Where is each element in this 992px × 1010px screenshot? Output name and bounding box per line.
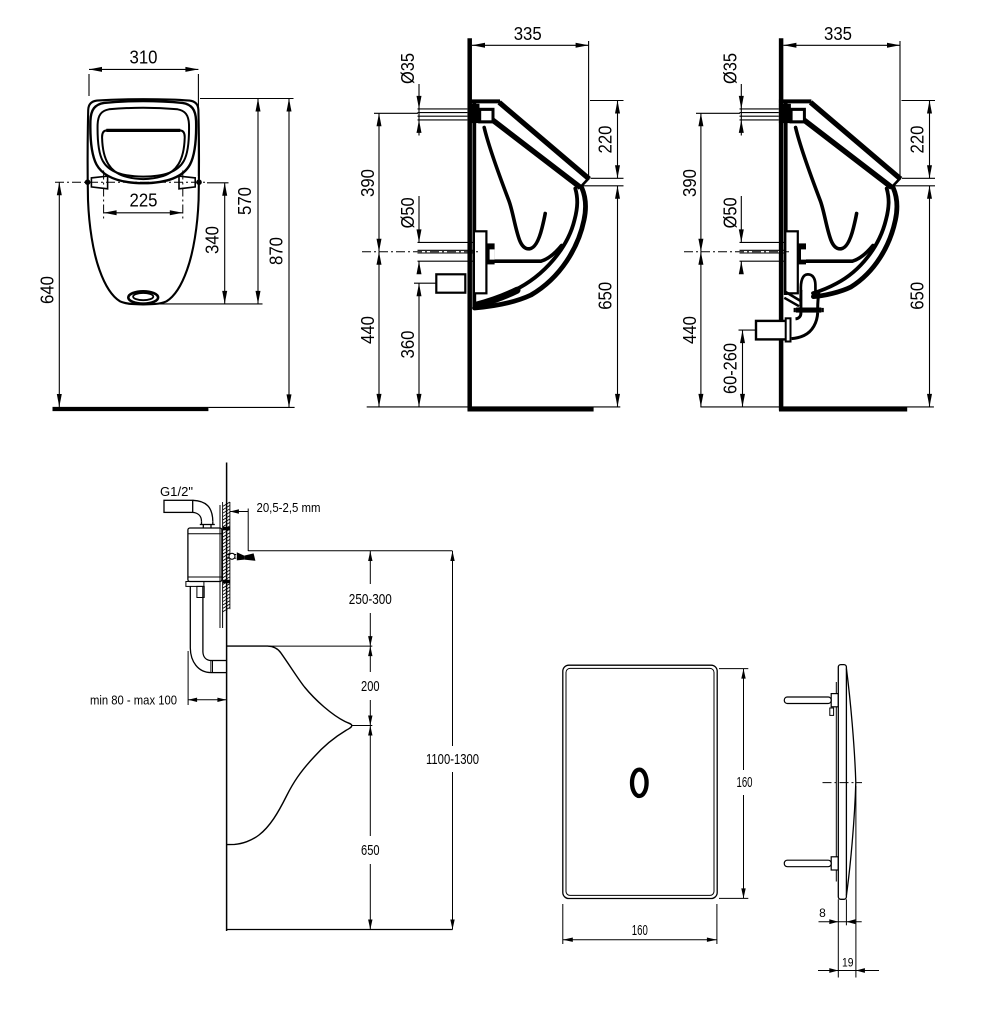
svg-text:160: 160 — [737, 775, 753, 791]
svg-text:Ø35: Ø35 — [397, 53, 418, 84]
svg-text:440: 440 — [357, 316, 378, 344]
svg-text:390: 390 — [357, 169, 378, 197]
svg-text:650: 650 — [595, 282, 616, 310]
svg-text:650: 650 — [907, 282, 928, 310]
svg-text:225: 225 — [130, 190, 158, 211]
svg-text:8: 8 — [819, 906, 826, 920]
svg-text:60-260: 60-260 — [719, 343, 740, 394]
svg-text:310: 310 — [130, 46, 158, 67]
svg-text:160: 160 — [632, 923, 648, 939]
svg-text:250-300: 250-300 — [349, 592, 392, 608]
svg-text:440: 440 — [679, 316, 700, 344]
svg-text:Ø35: Ø35 — [719, 53, 740, 84]
svg-text:360: 360 — [397, 331, 418, 359]
svg-text:19: 19 — [842, 955, 854, 969]
svg-text:220: 220 — [907, 126, 928, 154]
svg-text:390: 390 — [679, 169, 700, 197]
svg-text:20,5-2,5 mm: 20,5-2,5 mm — [257, 500, 321, 515]
svg-text:570: 570 — [234, 187, 255, 215]
svg-text:335: 335 — [824, 23, 852, 44]
svg-text:Ø50: Ø50 — [719, 197, 740, 228]
svg-text:220: 220 — [595, 126, 616, 154]
svg-text:640: 640 — [36, 276, 57, 304]
svg-text:870: 870 — [266, 237, 287, 265]
svg-text:335: 335 — [514, 23, 542, 44]
svg-text:650: 650 — [361, 843, 380, 859]
svg-text:1100-1300: 1100-1300 — [426, 752, 479, 768]
svg-text:Ø50: Ø50 — [397, 197, 418, 228]
svg-text:340: 340 — [201, 226, 222, 254]
svg-text:G1/2": G1/2" — [160, 484, 193, 499]
svg-text:200: 200 — [361, 679, 380, 695]
svg-text:min 80 - max 100: min 80 - max 100 — [90, 692, 177, 707]
